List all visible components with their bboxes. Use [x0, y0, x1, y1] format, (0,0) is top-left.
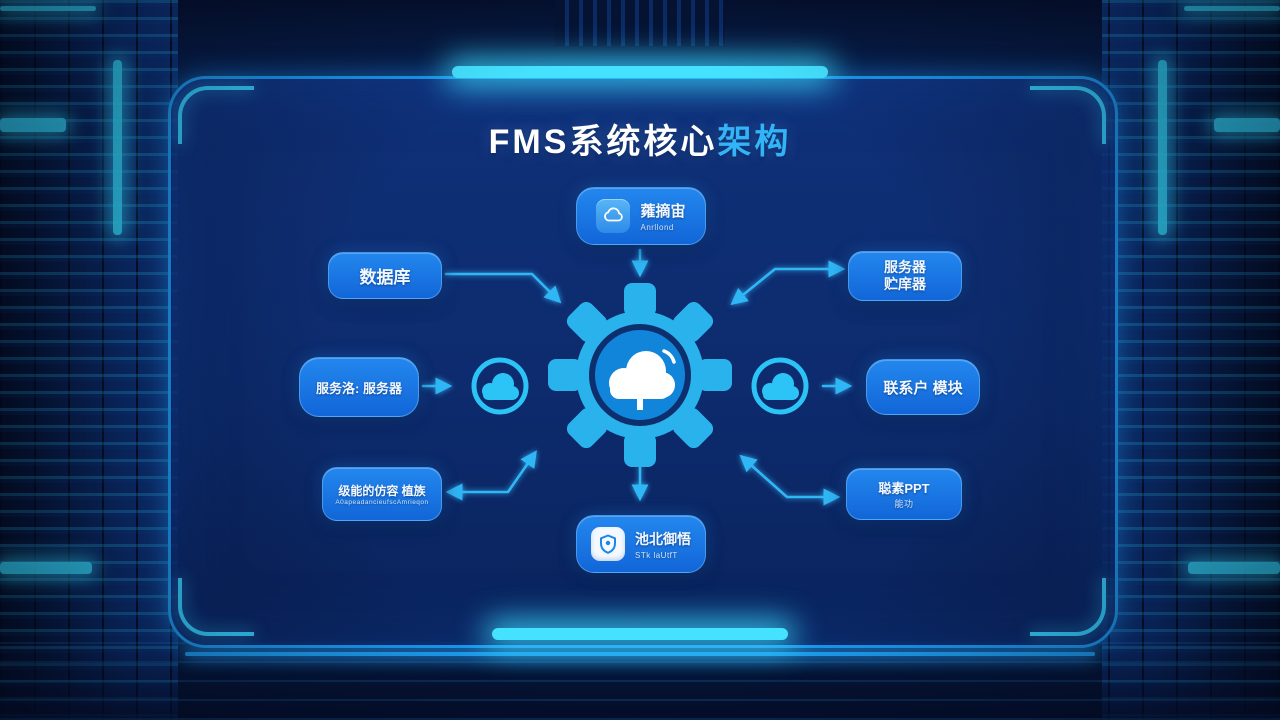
neon-strip	[0, 6, 96, 11]
node-label: 蕹摘宙	[640, 203, 686, 220]
gear-cloud-icon	[548, 283, 732, 467]
node-label: 数据庠	[359, 268, 411, 287]
node-sublabel: 能功	[894, 499, 914, 509]
module-box-bottom-left: 级能的仿容 植族 A0apeadancieufscAmrieqon	[322, 467, 442, 521]
page-title: FMS系统核心架构	[0, 114, 1280, 163]
server-box-left: 服务洛: 服务器	[299, 357, 419, 417]
security-node-bottom: 池北御悟 STk laUtfT	[576, 515, 706, 573]
database-box: 数据庠	[328, 252, 442, 299]
node-label: 服务器	[884, 258, 926, 275]
node-sublabel: STk laUtfT	[635, 550, 678, 560]
server-rack-right	[1102, 0, 1280, 720]
corner-bracket-icon	[178, 578, 254, 636]
node-label: 联系户 模块	[883, 379, 963, 397]
node-label: 池北御悟	[635, 530, 691, 547]
node-sublabel: A0apeadancieufscAmrieqon	[335, 499, 429, 506]
floor-glow-line	[185, 652, 1095, 656]
node-label: 服务洛: 服务器	[316, 380, 402, 396]
neon-strip	[0, 562, 92, 574]
corner-bracket-icon	[1030, 578, 1106, 636]
page-title-main: FMS系统核心	[488, 123, 718, 161]
client-module-box: 联系户 模块	[866, 359, 980, 415]
node-label: 级能的仿容 植族	[338, 484, 426, 498]
cloud-node-top: 蕹摘宙 Anrllond	[576, 187, 706, 245]
cloud-icon	[596, 199, 631, 233]
cloud-circle-icon	[471, 357, 529, 415]
server-rack-left	[0, 0, 178, 720]
ceiling-vent	[555, 0, 725, 46]
shield-icon	[591, 527, 625, 561]
neon-strip	[1188, 562, 1280, 574]
node-label: 贮庠器	[884, 276, 926, 292]
page-title-accent: 架构	[717, 123, 792, 161]
neon-strip	[1184, 6, 1280, 11]
frame-glow-top	[452, 66, 828, 78]
server-storage-box: 服务器 贮庠器	[848, 251, 962, 301]
frame-glow-bottom	[492, 628, 788, 640]
node-sublabel: Anrllond	[640, 223, 674, 232]
ppt-box: 聪素PPT 能功	[846, 468, 962, 520]
cloud-circle-icon	[751, 357, 809, 415]
node-label: 聪素PPT	[878, 481, 930, 496]
